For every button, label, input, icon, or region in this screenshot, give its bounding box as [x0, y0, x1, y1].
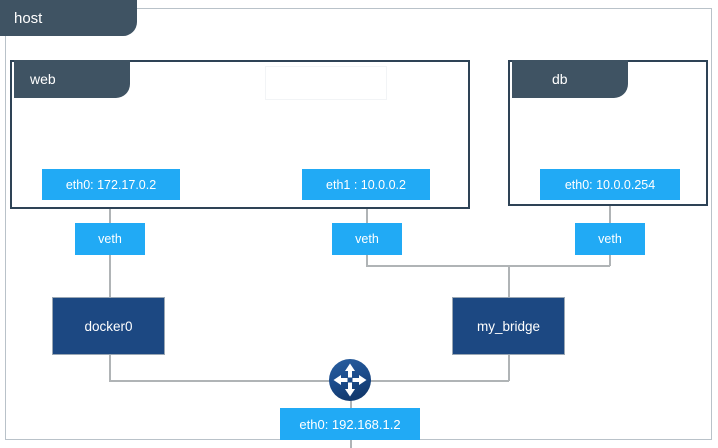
link-veth-b-to-bus — [366, 255, 368, 266]
bridge-label-docker0: docker0 — [84, 318, 133, 334]
bus-veth-b-veth-c — [366, 265, 610, 267]
interface-label-host-eth0: eth0: 192.168.1.2 — [299, 416, 401, 432]
link-web-eth1-to-veth-b — [366, 200, 368, 224]
link-docker0-down — [109, 355, 111, 381]
router-icon — [328, 358, 372, 402]
link-veth-c-to-bus — [609, 255, 611, 266]
veth-chip-b: veth — [332, 223, 402, 255]
veth-label-c: veth — [598, 232, 622, 246]
link-bus-to-my-bridge — [508, 265, 510, 298]
link-db-eth0-to-veth-c — [609, 200, 611, 224]
interface-chip-web-eth1: eth1 : 10.0.0.2 — [302, 169, 430, 200]
link-router-to-host-eth0 — [350, 392, 352, 410]
interface-label-web-eth0: eth0: 172.17.0.2 — [65, 177, 157, 192]
bridge-label-my-bridge: my_bridge — [476, 318, 541, 334]
interface-label-db-eth0: eth0: 10.0.0.254 — [564, 177, 656, 192]
decorative-ghost-rectangle — [265, 66, 387, 100]
link-web-eth0-to-veth-a — [109, 200, 111, 224]
link-my-bridge-down — [508, 355, 510, 381]
interface-chip-db-eth0: eth0: 10.0.0.254 — [540, 169, 680, 200]
link-docker0-to-router — [109, 380, 350, 382]
link-veth-a-to-docker0 — [109, 255, 111, 298]
interface-chip-host-eth0: eth0: 192.168.1.2 — [280, 408, 420, 440]
interface-label-web-eth1: eth1 : 10.0.0.2 — [326, 177, 406, 192]
veth-chip-a: veth — [75, 223, 145, 255]
bridge-my-bridge: my_bridge — [452, 297, 565, 355]
veth-chip-c: veth — [575, 223, 645, 255]
interface-chip-web-eth0: eth0: 172.17.0.2 — [42, 169, 180, 200]
bridge-docker0: docker0 — [52, 297, 165, 355]
link-my-bridge-to-router — [350, 380, 509, 382]
link-host-eth0-external — [350, 440, 352, 448]
veth-label-a: veth — [98, 232, 122, 246]
veth-label-b: veth — [355, 232, 379, 246]
